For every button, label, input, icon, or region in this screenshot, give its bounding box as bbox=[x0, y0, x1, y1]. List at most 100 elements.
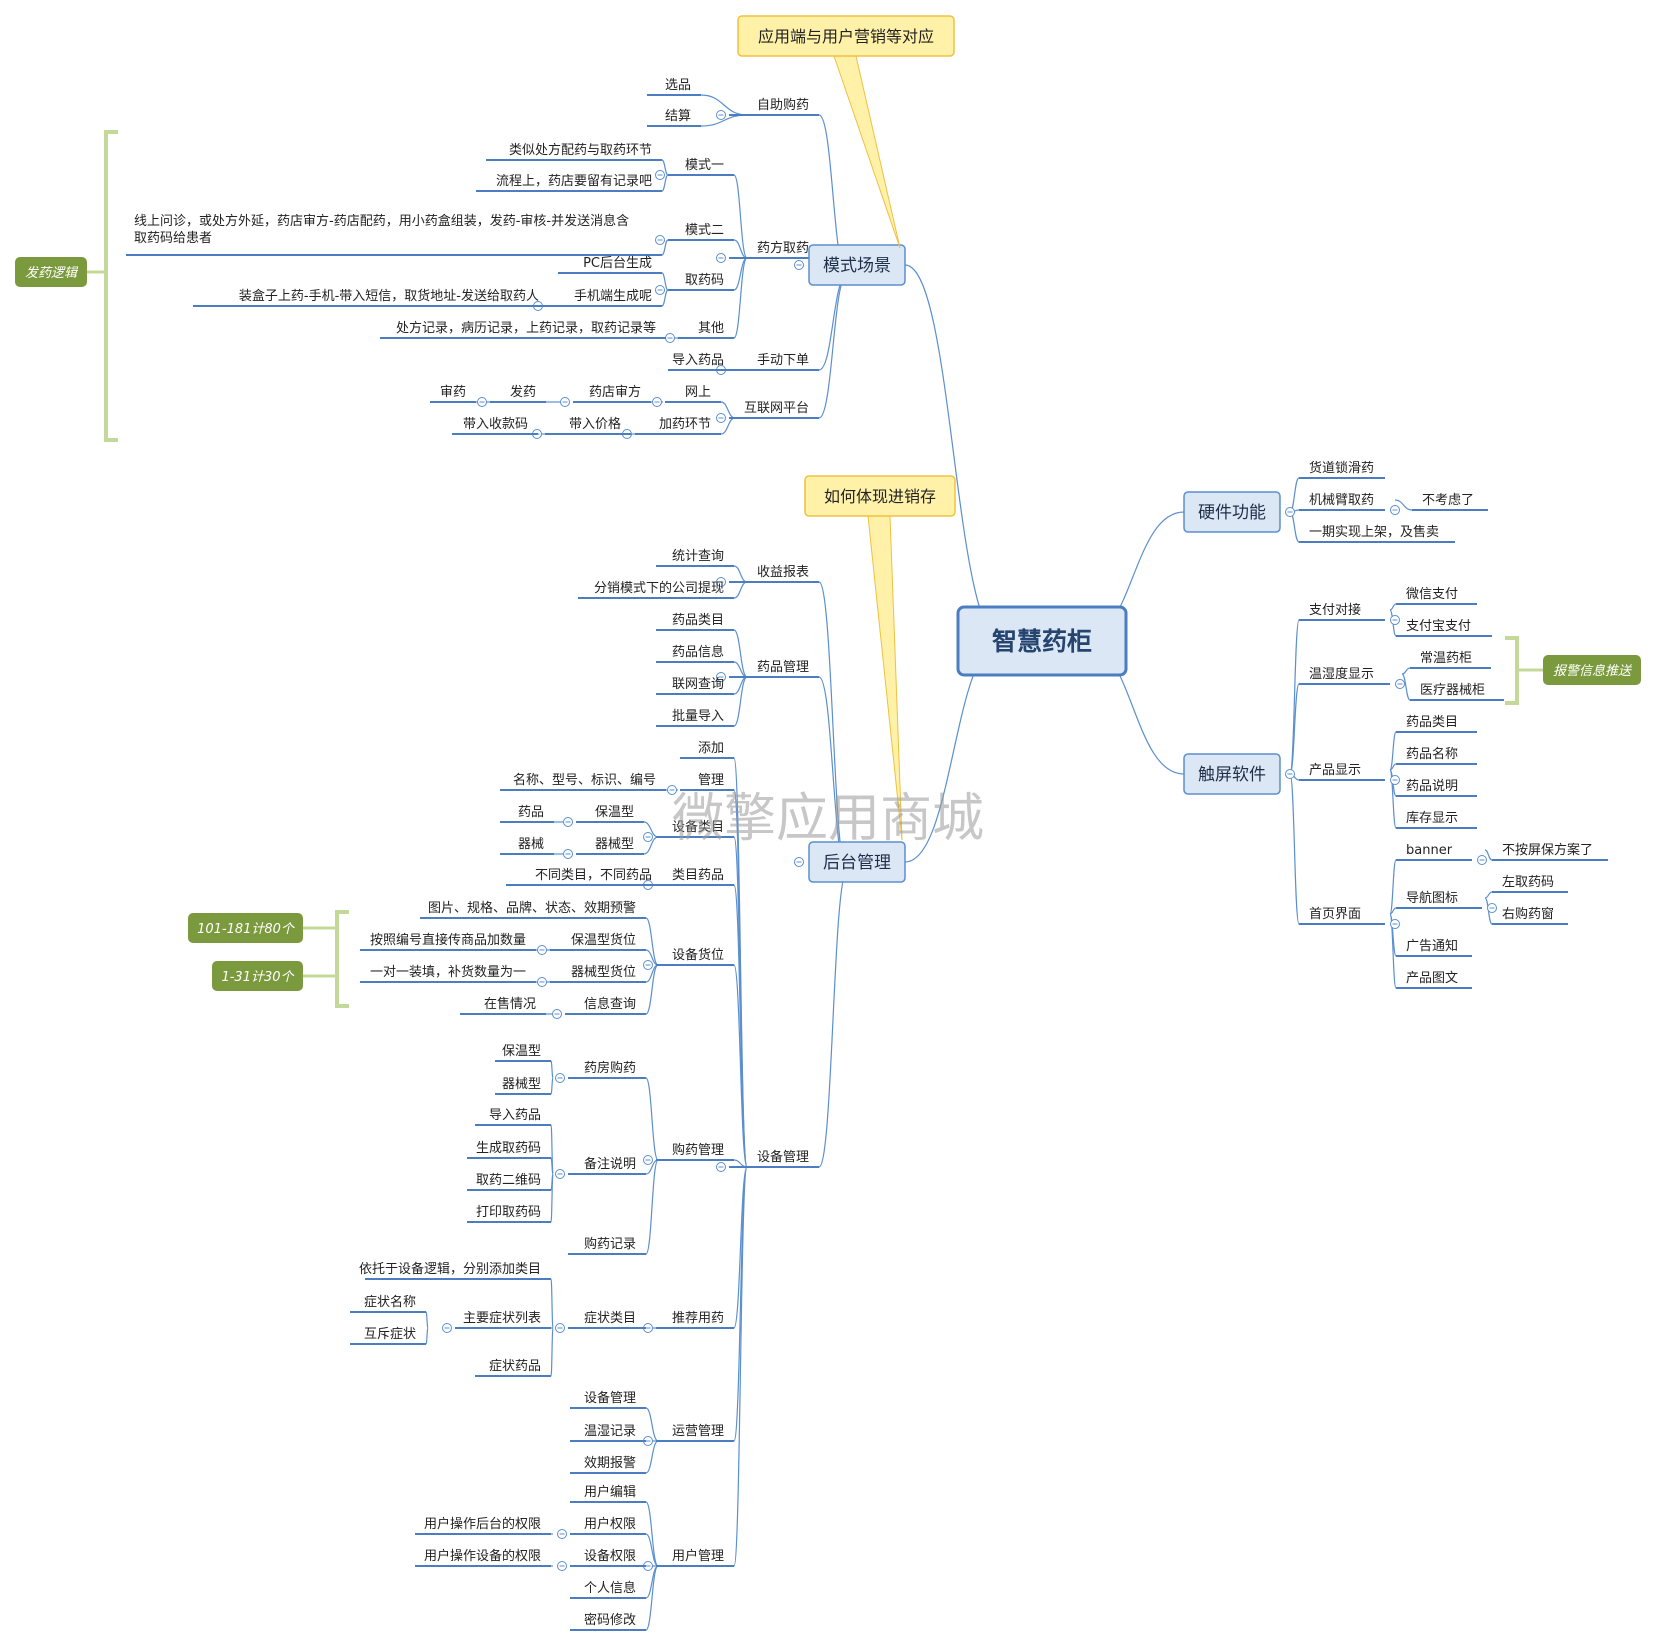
collapse-toggle-icon[interactable] bbox=[537, 945, 547, 955]
collapse-toggle-icon[interactable] bbox=[1395, 679, 1405, 689]
collapse-toggle-icon[interactable] bbox=[794, 260, 804, 270]
branch-label: 后台管理 bbox=[823, 853, 891, 873]
collapse-toggle-icon[interactable] bbox=[442, 1323, 452, 1333]
summary-label: 报警信息推送 bbox=[1505, 636, 1641, 705]
collapse-toggle-icon[interactable] bbox=[643, 1155, 653, 1165]
collapse-toggle-icon[interactable] bbox=[560, 397, 570, 407]
summary-label-text: 101-181计80个 bbox=[197, 922, 296, 937]
collapse-toggle-icon[interactable] bbox=[643, 960, 653, 970]
collapse-toggle-icon[interactable] bbox=[1285, 769, 1295, 779]
collapse-toggle-icon[interactable] bbox=[537, 977, 547, 987]
node-label: 带入价格 bbox=[569, 416, 621, 432]
node-label: 药方取药 bbox=[757, 240, 809, 256]
collapse-toggle-icon[interactable] bbox=[555, 1169, 565, 1179]
root-label: 智慧药柜 bbox=[992, 627, 1092, 656]
branch-node[interactable]: 硬件功能 bbox=[1183, 491, 1281, 533]
collapse-toggle-icon[interactable] bbox=[477, 397, 487, 407]
node-label: 设备管理 bbox=[757, 1149, 809, 1165]
node-label: 用户操作后台的权限 bbox=[424, 1516, 541, 1532]
node-label: 用户编辑 bbox=[584, 1484, 636, 1500]
collapse-toggle-icon[interactable] bbox=[716, 110, 726, 120]
node-label: 效期报警 bbox=[584, 1455, 636, 1471]
node-label: 互斥症状 bbox=[364, 1327, 416, 1342]
collapse-toggle-icon[interactable] bbox=[1477, 855, 1487, 865]
node-label: 支付宝支付 bbox=[1406, 619, 1471, 634]
node-label: 药品名称 bbox=[1406, 746, 1458, 762]
node-label: 首页界面 bbox=[1309, 907, 1361, 922]
node-label[interactable]: 线上问诊，或处方外延，药店审方-药店配药，用小药盒组装，发药-审核-并发送消息含… bbox=[134, 213, 629, 246]
collapse-toggle-icon[interactable] bbox=[563, 849, 573, 859]
summary-label-text: 发药逻辑 bbox=[25, 266, 79, 281]
node-label: 模式二 bbox=[685, 223, 724, 238]
collapse-toggle-icon[interactable] bbox=[1285, 507, 1295, 517]
collapse-toggle-icon[interactable] bbox=[794, 857, 804, 867]
node-label: 用户操作设备的权限 bbox=[424, 1548, 541, 1564]
collapse-toggle-icon[interactable] bbox=[655, 285, 665, 295]
node-label: 机械臂取药 bbox=[1309, 493, 1374, 508]
node-label: 症状药品 bbox=[489, 1359, 541, 1374]
node-label: 装盒子上药-手机-带入短信，取货地址-发送给取药人 bbox=[239, 288, 539, 304]
root-node[interactable]: 智慧药柜 bbox=[956, 605, 1128, 677]
collapse-toggle-icon[interactable] bbox=[665, 333, 675, 343]
collapse-toggle-icon[interactable] bbox=[1487, 903, 1497, 913]
node-label: 类目药品 bbox=[672, 868, 724, 883]
node-label: 设备管理 bbox=[584, 1390, 636, 1406]
node-label: 个人信息 bbox=[584, 1580, 636, 1596]
collapse-toggle-icon[interactable] bbox=[557, 1529, 567, 1539]
collapse-toggle-icon[interactable] bbox=[716, 672, 726, 682]
node-label: PC后台生成 bbox=[583, 256, 652, 271]
collapse-toggle-icon[interactable] bbox=[555, 1323, 565, 1333]
node-label: 症状名称 bbox=[364, 1294, 416, 1310]
node-label: 药品类目 bbox=[1406, 715, 1458, 730]
collapse-toggle-icon[interactable] bbox=[652, 397, 662, 407]
node-label: 产品显示 bbox=[1309, 763, 1361, 778]
collapse-toggle-icon[interactable] bbox=[1390, 615, 1400, 625]
node-label: 按照编号直接传商品加数量 bbox=[370, 932, 526, 948]
collapse-toggle-icon[interactable] bbox=[643, 832, 653, 842]
collapse-toggle-icon[interactable] bbox=[1390, 775, 1400, 785]
node-label: 名称、型号、标识、编号 bbox=[513, 772, 656, 788]
node-label: 自助购药 bbox=[757, 97, 809, 113]
node-label: 左取药码 bbox=[1502, 875, 1554, 890]
collapse-toggle-icon[interactable] bbox=[716, 253, 726, 263]
node-label: 购药记录 bbox=[584, 1236, 636, 1252]
node-label: 购药管理 bbox=[672, 1142, 724, 1158]
node-label: 温湿度显示 bbox=[1309, 666, 1374, 682]
collapse-toggle-icon[interactable] bbox=[655, 170, 665, 180]
callout-note: 如何体现进销存 bbox=[804, 475, 956, 841]
collapse-toggle-icon[interactable] bbox=[563, 817, 573, 827]
node-label: 温湿记录 bbox=[584, 1424, 636, 1439]
node-label: 依托于设备逻辑，分别添加类目 bbox=[359, 1261, 541, 1277]
branch-node[interactable]: 后台管理 bbox=[808, 841, 906, 883]
collapse-toggle-icon[interactable] bbox=[716, 1162, 726, 1172]
node-label: 取药码 bbox=[685, 273, 724, 288]
node-label: 不按屏保方案了 bbox=[1502, 842, 1593, 858]
node-label: 取药二维码 bbox=[476, 1173, 541, 1188]
node-label: 手机端生成呢 bbox=[574, 289, 652, 304]
node-label: 带入收款码 bbox=[463, 417, 528, 432]
node-label: 手动下单 bbox=[757, 353, 809, 368]
node-label: 货道锁滑药 bbox=[1309, 460, 1374, 476]
node-label: 药品类目 bbox=[672, 613, 724, 628]
branch-node[interactable]: 模式场景 bbox=[808, 244, 906, 286]
node-label: 药房购药 bbox=[584, 1060, 636, 1076]
collapse-toggle-icon[interactable] bbox=[667, 785, 677, 795]
collapse-toggle-icon[interactable] bbox=[716, 577, 726, 587]
collapse-toggle-icon[interactable] bbox=[716, 413, 726, 423]
node-label: 设备权限 bbox=[584, 1548, 636, 1564]
node-label: 管理 bbox=[698, 773, 724, 788]
collapse-toggle-icon[interactable] bbox=[1390, 505, 1400, 515]
node-label: 模式一 bbox=[685, 158, 724, 173]
collapse-toggle-icon[interactable] bbox=[552, 1009, 562, 1019]
collapse-toggle-icon[interactable] bbox=[555, 1073, 565, 1083]
node-label: 收益报表 bbox=[757, 565, 809, 580]
branch-node[interactable]: 触屏软件 bbox=[1183, 753, 1281, 795]
node-label: 支付对接 bbox=[1309, 602, 1361, 618]
collapse-toggle-icon[interactable] bbox=[1390, 919, 1400, 929]
branch-label: 模式场景 bbox=[823, 256, 891, 276]
collapse-toggle-icon[interactable] bbox=[655, 235, 665, 245]
node-label: 器械型 bbox=[502, 1077, 541, 1092]
collapse-toggle-icon[interactable] bbox=[643, 1323, 653, 1333]
collapse-toggle-icon[interactable] bbox=[557, 1561, 567, 1571]
